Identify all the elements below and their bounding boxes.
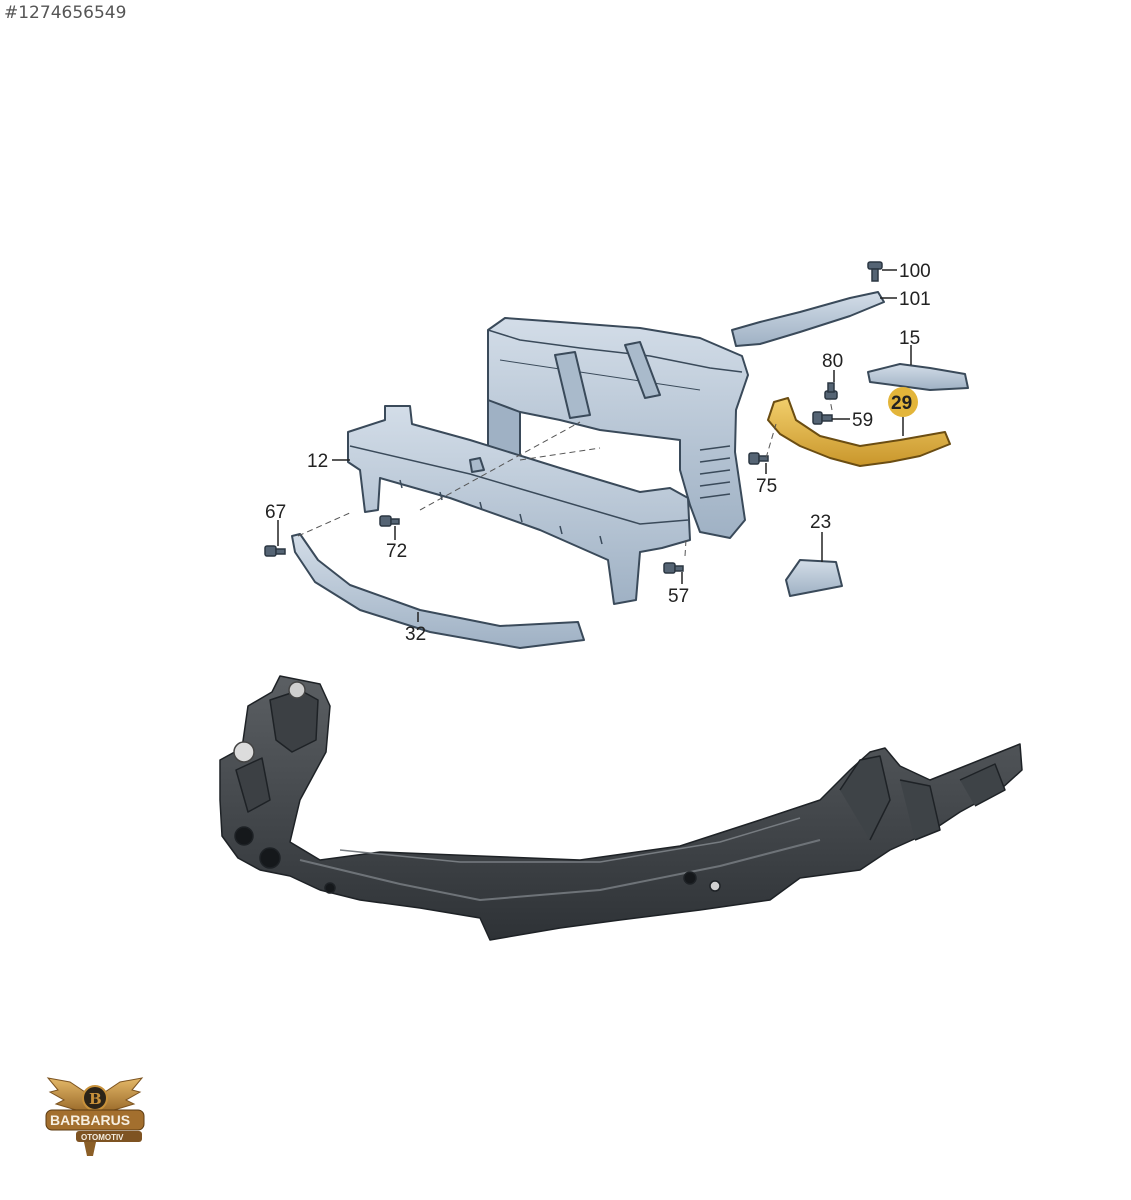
label-12: 12 (307, 451, 328, 472)
label-15: 15 (899, 328, 920, 349)
label-32: 32 (405, 624, 426, 645)
bumper-crossmember (347, 405, 691, 605)
logo-letter: B (89, 1090, 102, 1108)
highlight-badge (888, 387, 918, 417)
connector-lines (297, 399, 833, 557)
screw-icons (264, 261, 883, 574)
screw-80 (824, 382, 838, 400)
logo-brand-text: BARBARUS (50, 1112, 130, 1128)
label-29: 29 (891, 393, 912, 414)
screw-57 (663, 562, 684, 574)
label-75: 75 (756, 476, 777, 497)
label-101: 101 (899, 289, 931, 310)
bracket-15 (867, 363, 969, 391)
logo-sub-text: OTOMOTIV (81, 1133, 124, 1142)
highlighted-guide (767, 397, 951, 467)
image-id-text: #1274656549 (4, 3, 127, 23)
screw-75 (748, 452, 769, 465)
label-57: 57 (668, 586, 689, 607)
label-80: 80 (822, 351, 843, 372)
label-67: 67 (265, 502, 286, 523)
screw-67 (264, 545, 286, 557)
leader-lines (277, 269, 912, 622)
screw-100 (867, 261, 883, 282)
lower-bar (291, 533, 585, 649)
screw-59 (812, 411, 833, 425)
label-72: 72 (386, 541, 407, 562)
label-23: 23 (810, 512, 831, 533)
screw-72 (379, 515, 400, 527)
tow-eye-cap (785, 559, 843, 597)
brand-logo: B BARBARUS OTOMOTIV (45, 1077, 145, 1156)
part-labels: 100 101 15 80 59 29 75 12 67 72 23 57 32 (265, 261, 931, 645)
upper-strip (731, 291, 885, 347)
label-100: 100 (899, 261, 931, 282)
part-photo (219, 675, 1023, 941)
label-59: 59 (852, 410, 873, 431)
